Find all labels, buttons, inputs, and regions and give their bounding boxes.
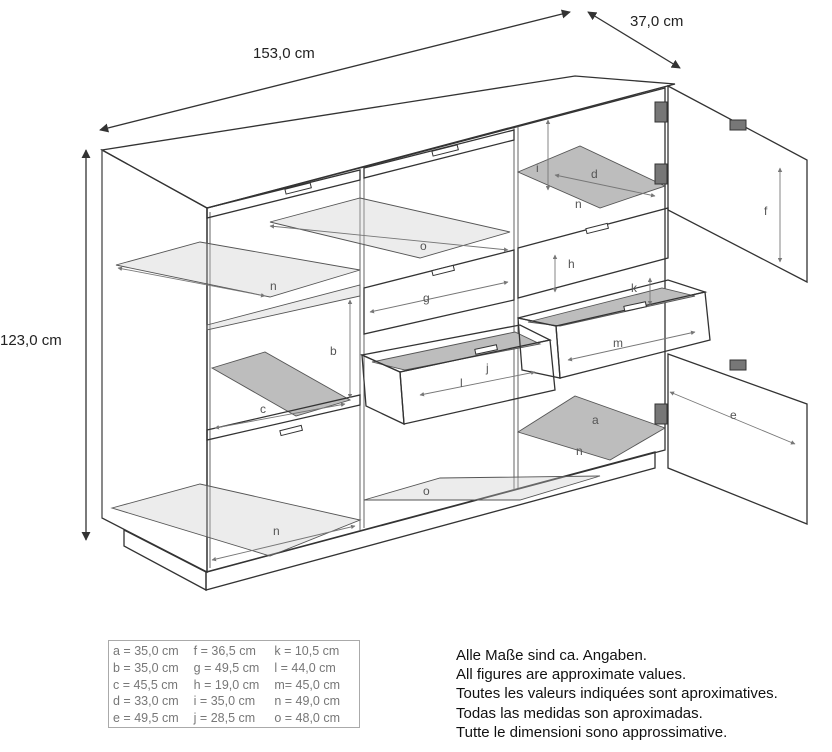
right-lower-compartment-floor (516, 395, 667, 461)
legend-cell: g = 49,5 cm (193, 660, 260, 675)
lower-right-door (667, 353, 808, 525)
label-f: f (764, 204, 768, 218)
legend-cell: m= 45,0 cm (274, 677, 340, 692)
width-dimension-line (99, 9, 571, 133)
depth-label: 37,0 cm (630, 13, 683, 30)
label-o-bottom: o (423, 484, 430, 498)
upper-right-door (667, 84, 808, 284)
label-n-lower-right: n (576, 444, 583, 458)
measurement-legend-table: a = 35,0 cm f = 36,5 cm k = 10,5 cm b = … (108, 640, 360, 728)
measurement-arrows (117, 119, 796, 562)
label-h: h (568, 257, 575, 271)
legend-cell: b = 35,0 cm (113, 660, 179, 675)
legend-cell: e = 49,5 cm (113, 711, 179, 726)
legend-row: e = 49,5 cm j = 28,5 cm o = 48,0 cm (113, 710, 355, 727)
open-drawer-left (359, 324, 556, 426)
legend-cell: o = 48,0 cm (274, 711, 341, 726)
note-german: Alle Maße sind ca. Angaben. (456, 647, 647, 664)
label-a: a (592, 413, 599, 427)
label-b: b (330, 344, 337, 358)
note-spanish: Todas las medidas son aproximadas. (456, 704, 703, 722)
legend-cell: f = 36,5 cm (193, 644, 256, 658)
left-lower-compartment-floor (210, 351, 352, 417)
label-o-middle: o (420, 239, 427, 253)
top-drawer-row (206, 129, 515, 219)
label-d: d (591, 167, 598, 181)
legend-cell: k = 10,5 cm (274, 644, 340, 658)
label-k: k (631, 281, 638, 295)
middle-glass-shelf (269, 197, 511, 259)
legend-cell: n = 49,0 cm (274, 694, 341, 709)
legend-row: d = 33,0 cm i = 35,0 cm n = 49,0 cm (113, 693, 355, 710)
label-l: l (460, 376, 463, 390)
legend-cell: l = 44,0 cm (274, 660, 336, 675)
legend-row: b = 35,0 cm g = 49,5 cm l = 44,0 cm (113, 660, 355, 677)
note-french: Toutes les valeurs indiquées sont aproxi… (456, 685, 778, 703)
label-n-bottom-left: n (273, 524, 280, 538)
note-italian: Tutte le dimensioni sono approssimative. (456, 723, 728, 741)
label-n-left-shelf: n (270, 279, 277, 293)
left-glass-shelf (115, 241, 361, 298)
open-drawer-right (517, 279, 711, 379)
label-g: g (423, 291, 430, 305)
legend-cell: h = 19,0 cm (193, 677, 260, 692)
height-label: 123,0 cm (0, 332, 62, 349)
legend-cell: d = 33,0 cm (113, 694, 179, 709)
width-label: 153,0 cm (253, 45, 315, 62)
legend-cell: c = 45,5 cm (113, 677, 178, 692)
legend-cell: a = 35,0 cm (113, 644, 179, 658)
depth-dimension-line (587, 11, 681, 69)
label-n-top-right: n (575, 197, 582, 211)
bottom-shelf-middle (363, 475, 601, 501)
cabinet-body (100, 75, 676, 592)
legend-row: c = 45,5 cm h = 19,0 cm m= 45,0 cm (113, 677, 355, 694)
legend-cell: i = 35,0 cm (193, 694, 256, 709)
legend-cell: j = 28,5 cm (193, 711, 256, 726)
left-shelf-edge (206, 284, 361, 331)
hinges (654, 101, 747, 425)
legend-row: a = 35,0 cm f = 36,5 cm k = 10,5 cm (113, 643, 355, 660)
label-c: c (260, 402, 266, 416)
bottom-shelf-left (110, 483, 362, 557)
disclaimer-notes: Alle Maße sind ca. Angaben. All figures … (456, 646, 832, 742)
sideboard-dimension-drawing: 153,0 cm 37,0 cm 123,0 cm (0, 9, 808, 592)
label-m: m (613, 336, 623, 350)
label-e: e (730, 408, 737, 422)
note-english: All figures are approximate values. (456, 666, 687, 684)
label-j: j (485, 361, 489, 375)
label-i: i (536, 161, 539, 175)
